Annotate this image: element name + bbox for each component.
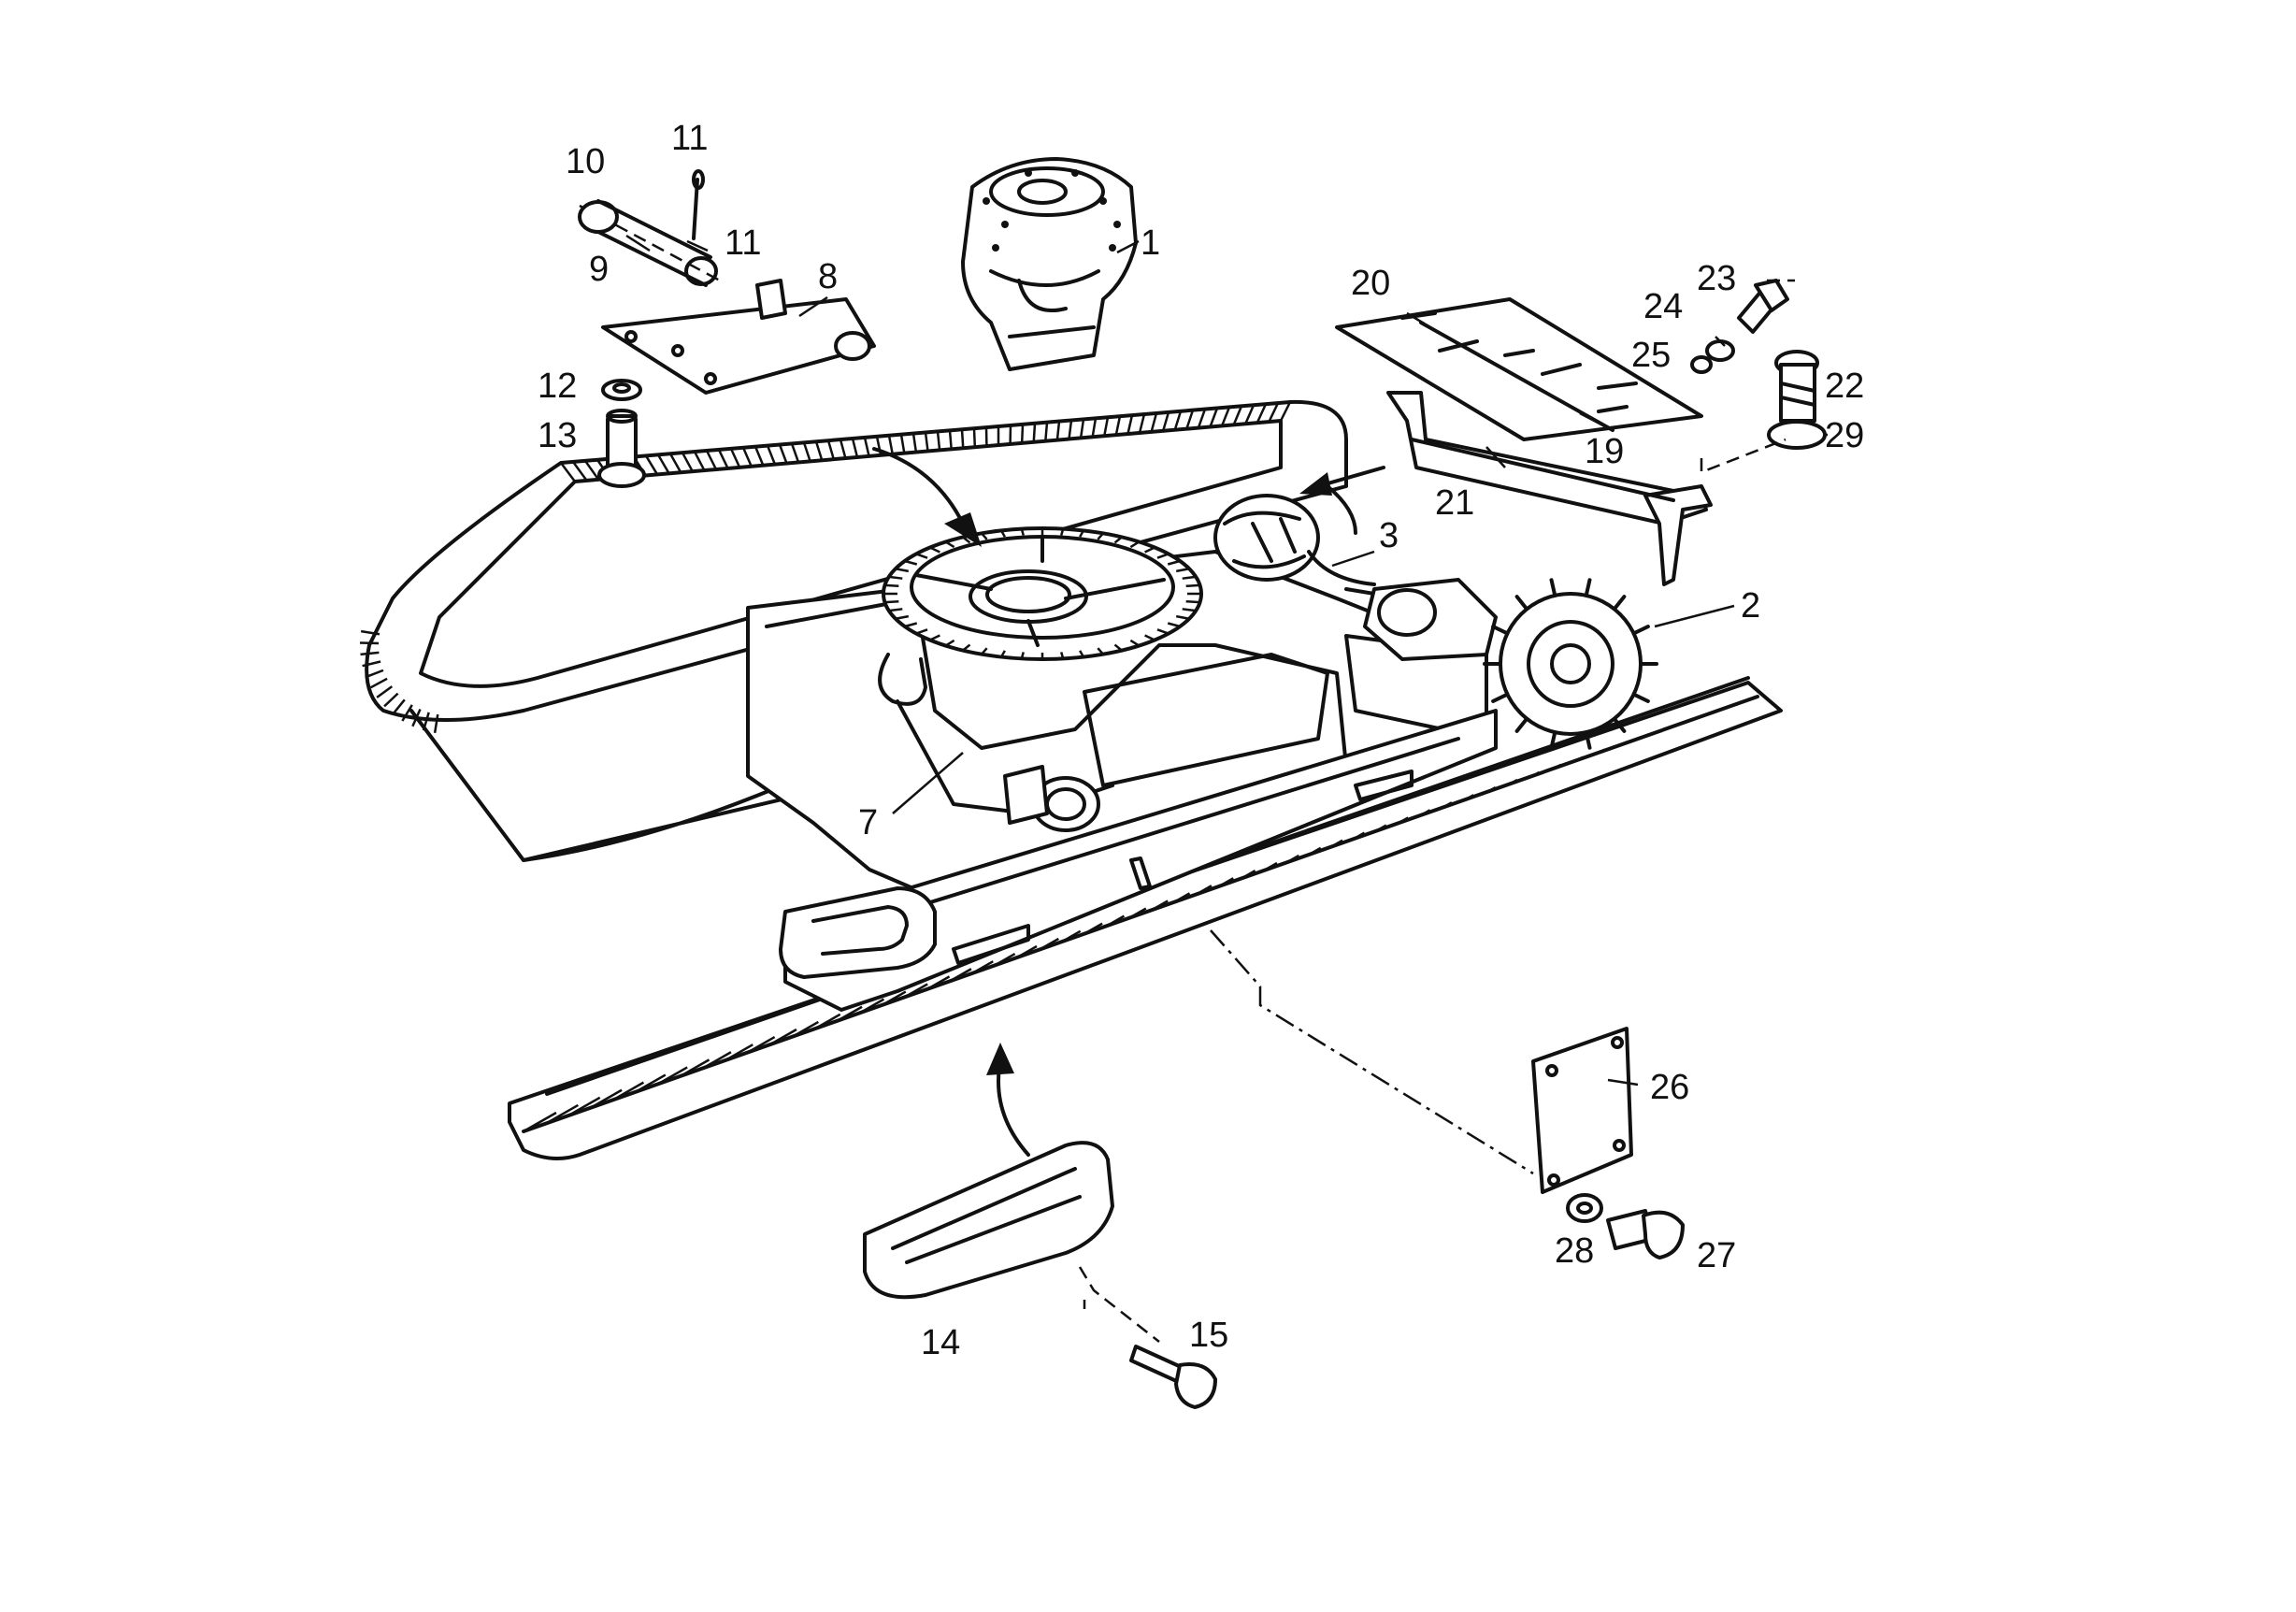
callout-21: 21	[1435, 483, 1474, 523]
slewing-ring	[882, 526, 1203, 661]
callout-10: 10	[566, 142, 605, 181]
part-cover-26	[1531, 1027, 1633, 1194]
callout-20: 20	[1351, 264, 1390, 303]
part-swing-gearbox	[961, 157, 1138, 371]
sprocket-drive	[1363, 578, 1658, 750]
guide-arrow	[997, 1059, 1030, 1157]
assembly-lines	[1078, 279, 1795, 1343]
callout-labels: 1 2 3 7 8 9 10 11 11 12 13 14 15 19 20 2…	[538, 119, 1864, 1362]
travel-motor	[1213, 484, 1404, 600]
guide-arrow-head	[986, 1043, 1014, 1075]
undercarriage-assembly	[359, 399, 1783, 1160]
track-frame-beam	[779, 709, 1498, 1012]
callout-1: 1	[1141, 223, 1160, 263]
callout-23: 23	[1697, 259, 1736, 298]
callout-12: 12	[538, 367, 577, 406]
callout-2: 2	[1741, 586, 1760, 626]
part-cover-19-20	[1335, 297, 1703, 441]
motor-arrow-head	[1299, 472, 1332, 496]
part-bolt-22	[1767, 350, 1827, 450]
callout-22: 22	[1825, 367, 1864, 406]
callout-13: 13	[538, 416, 577, 455]
callout-11a: 11	[671, 119, 708, 158]
top-arrow	[872, 447, 965, 525]
callout-14: 14	[921, 1323, 960, 1362]
part-bolt-27	[1566, 1193, 1685, 1259]
part-plate-8	[601, 279, 876, 395]
callout-27: 27	[1697, 1236, 1736, 1275]
leader-lines	[625, 234, 1828, 1087]
callout-19: 19	[1585, 432, 1624, 471]
part-track-guide-14	[863, 1141, 1114, 1300]
callout-24: 24	[1643, 287, 1683, 326]
callout-26: 26	[1650, 1068, 1689, 1107]
callout-28: 28	[1555, 1231, 1594, 1271]
callout-25: 25	[1631, 336, 1671, 375]
callout-7: 7	[858, 803, 878, 842]
callout-9: 9	[589, 250, 609, 289]
part-pin-9	[578, 169, 721, 287]
callout-11b: 11	[725, 223, 761, 263]
part-bolt-23	[1690, 279, 1789, 374]
callout-8: 8	[818, 257, 838, 296]
part-washer-12	[601, 379, 642, 401]
callout-3: 3	[1379, 516, 1399, 555]
callout-15: 15	[1189, 1316, 1228, 1355]
part-bolt-13	[597, 409, 646, 488]
part-bolt-15	[1129, 1345, 1217, 1409]
callout-29: 29	[1825, 416, 1864, 455]
part-bracket-21	[1386, 391, 1713, 586]
top-arrow-head	[944, 512, 982, 547]
